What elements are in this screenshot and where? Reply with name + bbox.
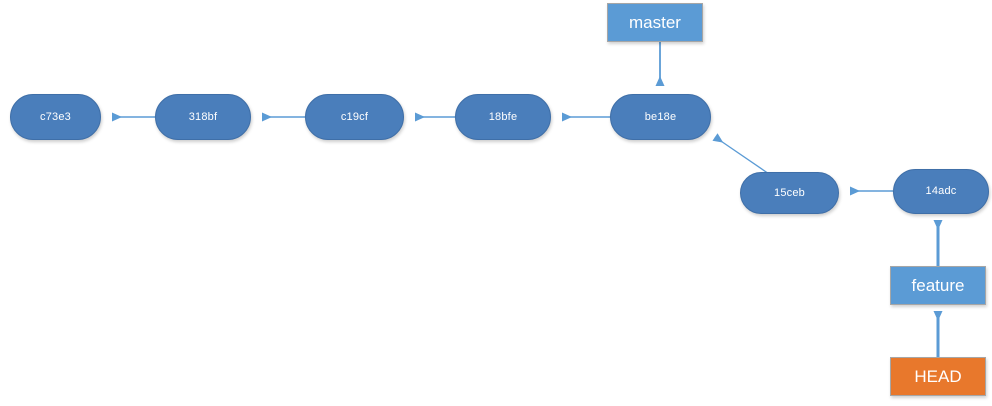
branch-label-feature[interactable]: feature [890, 266, 986, 305]
commit-node-c73e3[interactable]: c73e3 [10, 94, 101, 140]
head-label-text: HEAD [914, 367, 962, 386]
commit-label: c19cf [340, 110, 369, 123]
commit-node-18bfe[interactable]: 18bfe [455, 94, 551, 140]
commit-node-c19cf[interactable]: c19cf [305, 94, 404, 140]
head-pointer-label[interactable]: HEAD [890, 357, 986, 396]
commit-label: 18bfe [488, 110, 518, 123]
branch-label-text: feature [911, 276, 965, 295]
commit-label: be18e [644, 110, 677, 123]
commit-node-318bf[interactable]: 318bf [155, 94, 251, 140]
commit-label: 15ceb [774, 186, 805, 199]
commit-label: c73e3 [40, 110, 71, 123]
commit-node-15ceb[interactable]: 15ceb [740, 172, 839, 214]
commit-label: 318bf [188, 110, 218, 123]
commit-label: 14adc [925, 185, 957, 197]
commit-node-14adc[interactable]: 14adc [893, 169, 989, 214]
commit-node-be18e[interactable]: be18e [610, 94, 711, 140]
branch-label-text: master [629, 13, 681, 32]
edge-15ceb-to-be18e [712, 133, 773, 177]
branch-label-master[interactable]: master [607, 3, 703, 42]
